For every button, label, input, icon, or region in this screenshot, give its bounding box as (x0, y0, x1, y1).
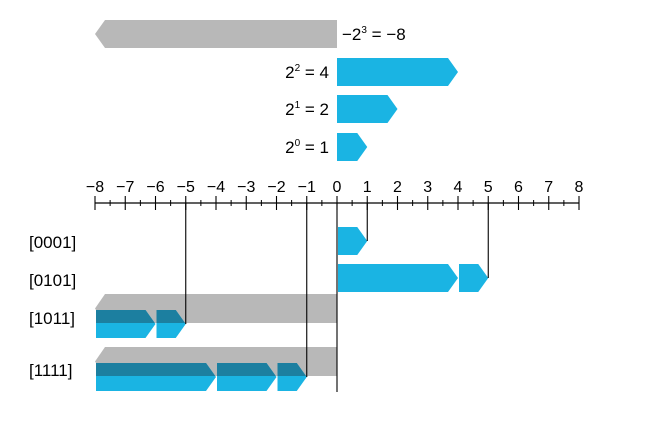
axis-tick-label: −8 (86, 179, 104, 196)
axis-tick-label: −2 (267, 179, 285, 196)
bit-pattern-row: [0101] (29, 264, 489, 292)
positive-segment (338, 227, 368, 255)
weight-label: 21 = 2 (285, 100, 329, 119)
axis-tick-label: 7 (544, 179, 553, 196)
axis-tick-label: −1 (298, 179, 316, 196)
number-line: −8 −7 −6 −5 −4 −3 −2 −1 0 1 2 3 4 5 6 7 8 (86, 179, 584, 210)
positive-segment (338, 264, 458, 292)
axis-tick-label: −6 (146, 179, 164, 196)
axis-tick-label: 0 (333, 179, 342, 196)
overlap-segment (156, 310, 186, 323)
bit-pattern-row: [1011] (29, 294, 337, 338)
axis-tick-label: 8 (575, 179, 584, 196)
axis-tick-label: −3 (237, 179, 255, 196)
axis-tick-label: −7 (116, 179, 134, 196)
weight-exponent: 0 (295, 138, 301, 149)
weight-value: = 2 (300, 100, 329, 119)
weight-base: 2 (285, 138, 294, 157)
axis-tick-label: 4 (454, 179, 463, 196)
bit-weights: −23 = −822 = 421 = 220 = 1 (95, 20, 458, 161)
weight-base: 2 (285, 100, 294, 119)
axis-tick-label: 5 (484, 179, 493, 196)
overlap-segment (217, 363, 276, 376)
weight-value: = 4 (300, 63, 329, 82)
row-label: [0001] (29, 233, 76, 252)
weight-base: −2 (342, 25, 361, 44)
overlap-segment (277, 363, 307, 376)
weight-exponent: 2 (295, 63, 301, 74)
positive-segment (459, 264, 489, 292)
overlap-segment (96, 310, 155, 323)
weight-value: = 1 (300, 138, 329, 157)
weight-bar (337, 95, 398, 123)
weight-value: = −8 (367, 25, 406, 44)
weight-exponent: 1 (295, 100, 301, 111)
axis-tick-label: 2 (393, 179, 402, 196)
weight-bar (337, 133, 368, 161)
weight-label: −23 = −8 (342, 25, 406, 44)
weight-base: 2 (285, 63, 294, 82)
axis-tick-label: 6 (514, 179, 523, 196)
negative-weight-band (95, 294, 337, 323)
row-label: [0101] (29, 271, 76, 290)
bit-pattern-rows: [0001] [0101] [1011] [1111] (29, 203, 489, 392)
weight-bar-negative (95, 20, 337, 48)
axis-tick-label: 3 (423, 179, 432, 196)
axis-tick-label: −4 (207, 179, 225, 196)
bit-pattern-row: [1111] (29, 347, 337, 391)
weight-label: 22 = 4 (285, 63, 329, 82)
row-label: [1111] (29, 361, 72, 380)
row-label: [1011] (29, 309, 75, 328)
axis-tick-label: 1 (363, 179, 372, 196)
overlap-segment (96, 363, 216, 376)
bit-pattern-row: [0001] (29, 227, 368, 255)
weight-label: 20 = 1 (285, 138, 329, 157)
weight-exponent: 3 (361, 25, 367, 36)
weight-bar (337, 58, 458, 86)
axis-tick-label: −5 (177, 179, 195, 196)
